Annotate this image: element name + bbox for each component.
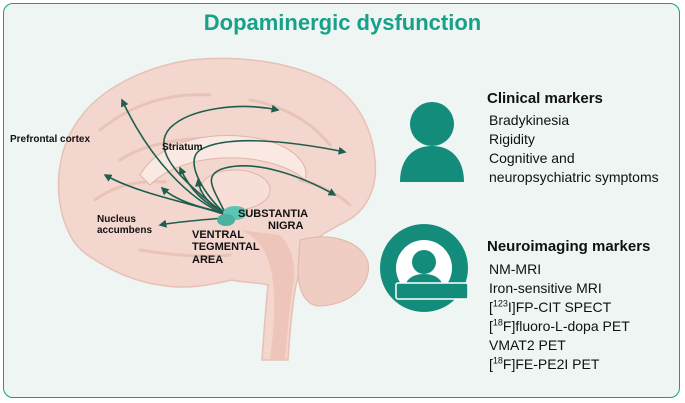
clinical-item: Rigidity: [489, 131, 535, 147]
neuroimaging-markers-list: NM-MRI Iron-sensitive MRI [123I]FP-CIT S…: [489, 260, 630, 374]
scanner-icon: [380, 224, 469, 312]
pathway-arrow-parietal: [193, 139, 347, 216]
neuroimaging-item: Iron-sensitive MRI: [489, 280, 602, 296]
neuroimaging-item: [123I]FP-CIT SPECT: [489, 298, 612, 315]
pathway-arrow-posterior: [210, 165, 337, 216]
neuroimaging-item: VMAT2 PET: [489, 337, 566, 353]
neuroimaging-item: [18F]fluoro-L-dopa PET: [489, 317, 630, 334]
label-striatum: Striatum: [162, 142, 203, 153]
pathway-arrow-frontal-up: [121, 98, 227, 216]
figure-title: Dopaminergic dysfunction: [203, 10, 482, 35]
clinical-markers-title: Clinical markers: [487, 90, 603, 107]
pathway-arrow-striatum-2: [194, 178, 227, 214]
brainstem: [240, 230, 295, 360]
cerebellum: [297, 236, 369, 307]
pathway-arrow-striatum-3: [160, 186, 227, 214]
label-prefrontal-cortex: Prefrontal cortex: [10, 134, 91, 145]
clinical-item: Cognitive and: [489, 150, 575, 166]
neuroimaging-item: [18F]FE-PE2I PET: [489, 355, 600, 372]
person-icon: [400, 102, 464, 182]
clinical-item: Bradykinesia: [489, 112, 570, 128]
brain-gyri: [93, 93, 352, 258]
label-ventral-tegmental-area: VENTRAL TEGMENTAL AREA: [192, 229, 260, 266]
neuroimaging-item: NM-MRI: [489, 261, 542, 277]
thalamus: [199, 169, 271, 211]
label-substantia-nigra: SUBSTANTIA NIGRA: [238, 208, 309, 233]
clinical-item: neuropsychiatric symptoms: [489, 169, 659, 185]
vta-nucleus: [217, 214, 235, 226]
clinical-markers-list: Bradykinesia Rigidity Cognitive and neur…: [489, 111, 659, 187]
label-nucleus-accumbens: Nucleus accumbens: [97, 214, 153, 237]
neuroimaging-markers-title: Neuroimaging markers: [487, 238, 651, 255]
